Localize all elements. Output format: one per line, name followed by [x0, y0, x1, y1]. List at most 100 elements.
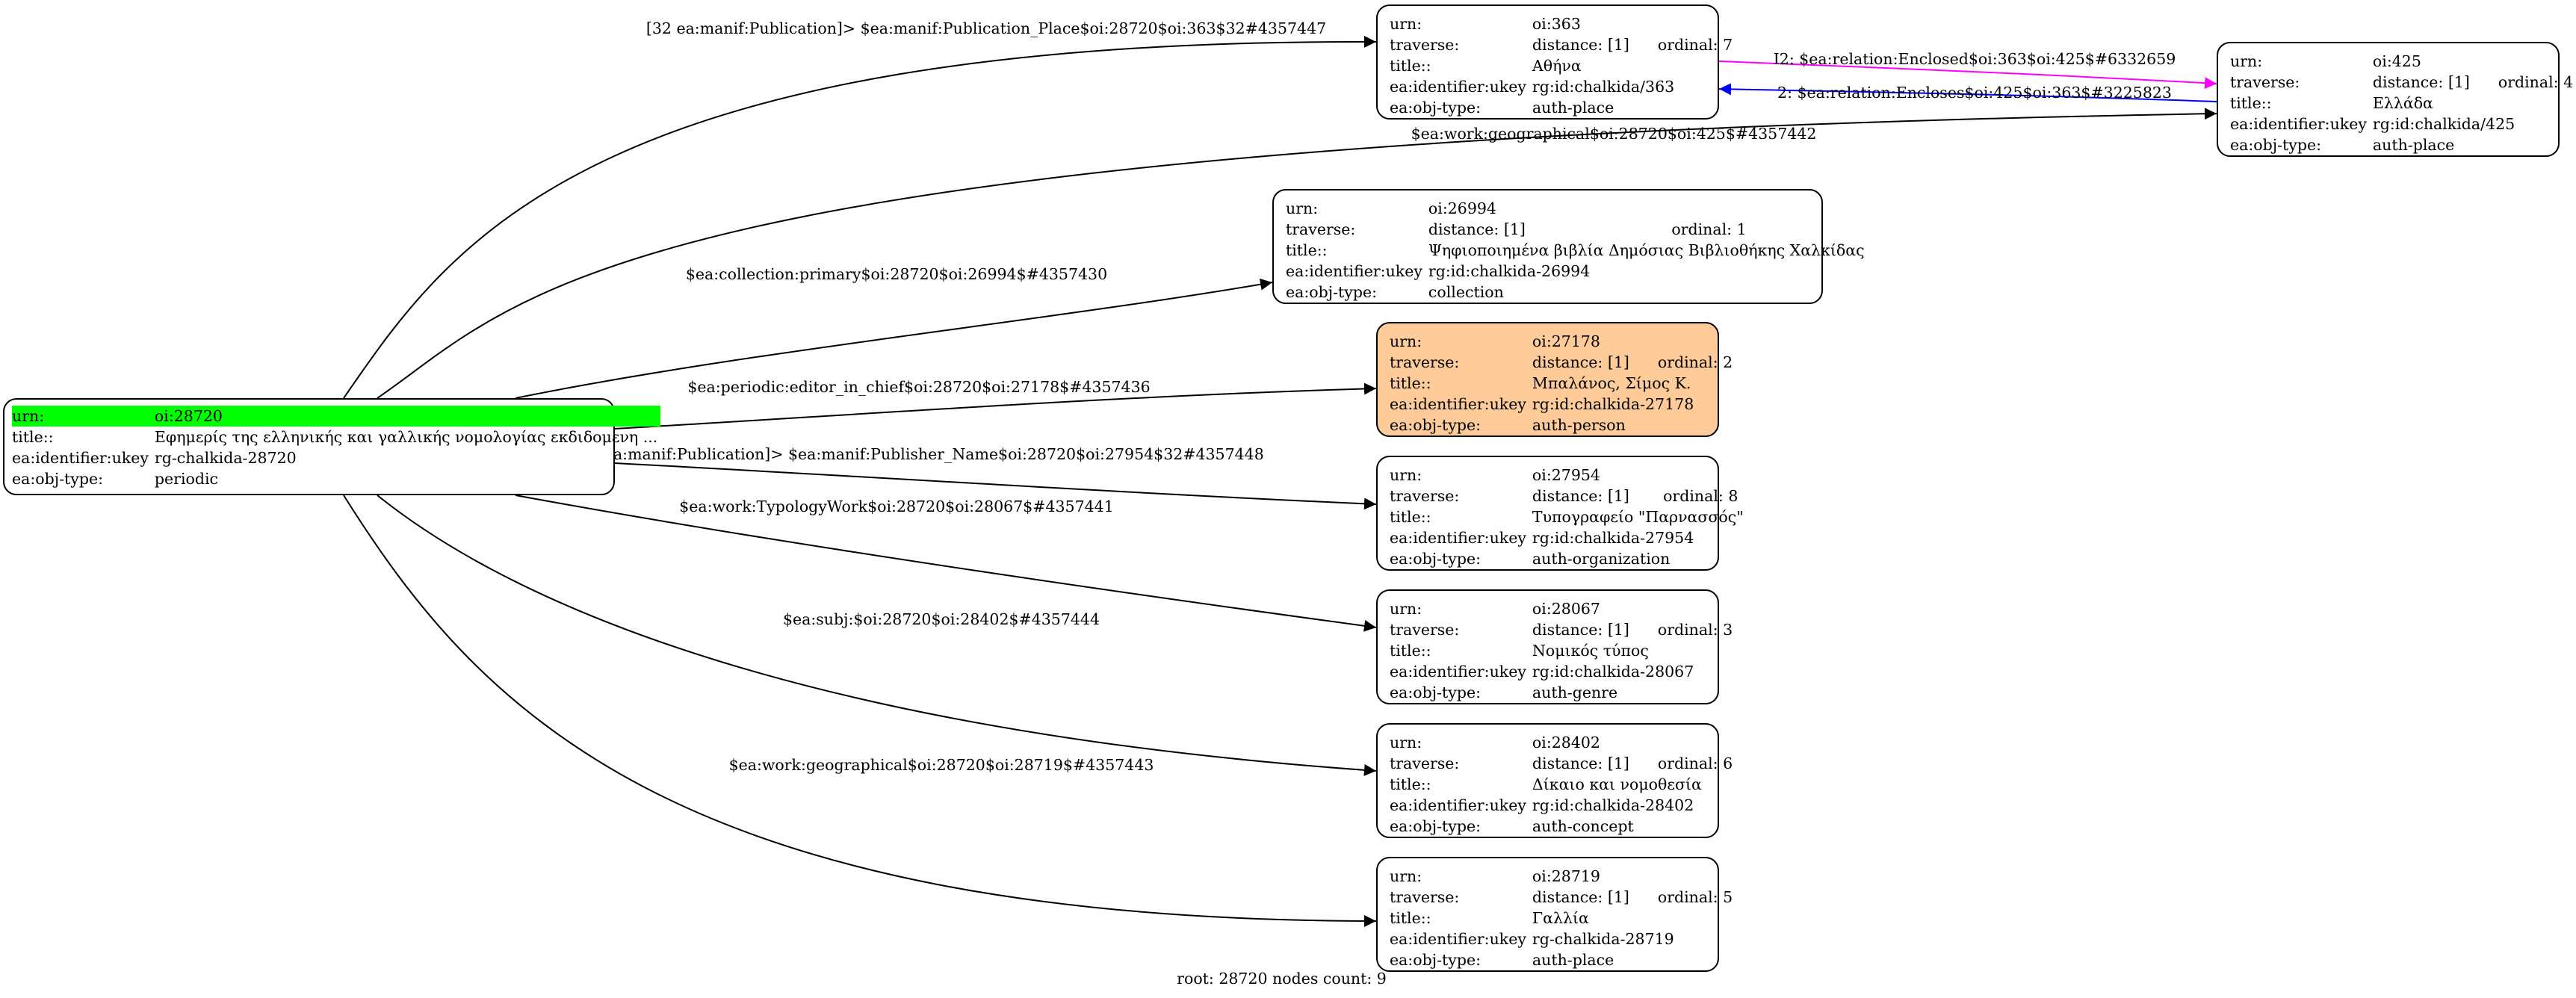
urn-key: urn: [1390, 734, 1422, 751]
urn-value: oi:28402 [1532, 734, 1600, 751]
title-key: title:: [1390, 374, 1431, 392]
distance-value: distance: [1] [1532, 621, 1629, 639]
edge-label: $ea:subj:$oi:28720$oi:28402$#4357444 [783, 610, 1100, 628]
title-key: title:: [1286, 241, 1328, 259]
distance-value: distance: [1] [1532, 754, 1629, 772]
edge-label: [32 ea:manif:Publication]> $ea:manif:Pub… [646, 19, 1326, 37]
edge-publisher: [32 ea:manif:Publication]> $ea:manif:Pub… [574, 445, 1377, 510]
ukey-value: rg:id:chalkida-28402 [1532, 796, 1694, 814]
edge-line [515, 278, 1273, 399]
edge-line [343, 495, 1377, 927]
title-value: Γαλλία [1532, 909, 1589, 927]
urn-value: oi:26994 [1428, 199, 1496, 217]
ordinal-value: ordinal: 4 [2498, 73, 2574, 91]
ordinal-value: ordinal: 2 [1657, 353, 1733, 371]
distance-value: distance: [1] [1532, 888, 1629, 906]
edge-geographical-425: $ea:work:geographical$oi:28720$oi:425$#4… [377, 108, 2217, 399]
traverse-key: traverse: [1390, 353, 1460, 371]
urn-value: oi:27954 [1532, 466, 1600, 484]
objtype-value: collection [1428, 283, 1504, 301]
distance-value: distance: [1] [1532, 36, 1629, 54]
title-value: Δίκαιο και νομοθεσία [1532, 775, 1702, 793]
urn-value: oi:363 [1532, 15, 1581, 33]
objtype-key: ea:obj-type: [1390, 99, 1481, 117]
ordinal-value: ordinal: 3 [1657, 621, 1733, 639]
ordinal-value: ordinal: 1 [1671, 220, 1747, 238]
ukey-key: ea:identifier:ukey [12, 449, 149, 467]
title-value: Αθήνα [1532, 57, 1582, 75]
ukey-value: rg-chalkida-28720 [154, 449, 297, 467]
edge-line [343, 35, 1377, 399]
edge-encloses: 2: $ea:relation:Encloses$oi:425$oi:363$#… [1718, 83, 2217, 102]
urn-key: urn: [1390, 867, 1422, 885]
title-key: title:: [1390, 775, 1431, 793]
objtype-key: ea:obj-type: [1390, 951, 1481, 969]
objtype-value: auth-person [1532, 416, 1626, 434]
title-value: Ψηφιοποιημένα βιβλία Δημόσιας Βιβλιοθήκη… [1428, 241, 1865, 259]
objtype-value: auth-genre [1532, 684, 1618, 701]
ukey-value: rg:id:chalkida-27178 [1532, 395, 1694, 413]
edge-enclosed: I2: $ea:relation:Enclosed$oi:363$oi:425$… [1718, 50, 2217, 90]
edge-label: I2: $ea:relation:Enclosed$oi:363$oi:425$… [1774, 50, 2176, 68]
objtype-key: ea:obj-type: [12, 470, 103, 488]
ordinal-value: ordinal: 8 [1663, 487, 1739, 505]
edge-typology: $ea:work:TypologyWork$oi:28720$oi:28067$… [515, 495, 1377, 632]
urn-value: oi:425 [2372, 52, 2421, 70]
urn-key: urn: [12, 406, 152, 427]
ukey-key: ea:identifier:ukey [1390, 395, 1526, 413]
urn-value: oi:28719 [1532, 867, 1600, 885]
ordinal-value: ordinal: 5 [1657, 888, 1733, 906]
edge-line [614, 382, 1377, 430]
title-value: Εφημερίς της ελληνικής και γαλλικής νομο… [154, 428, 658, 446]
objtype-value: auth-place [2372, 136, 2455, 154]
objtype-value: auth-concept [1532, 817, 1634, 835]
edge-label: [32 ea:manif:Publication]> $ea:manif:Pub… [574, 445, 1264, 463]
distance-value: distance: [1] [2372, 73, 2470, 91]
edge-line [1718, 83, 2217, 102]
edge-editor: $ea:periodic:editor_in_chief$oi:28720$oi… [614, 378, 1377, 430]
edge-publication-place: [32 ea:manif:Publication]> $ea:manif:Pub… [343, 19, 1377, 399]
edge-label: $ea:work:geographical$oi:28720$oi:425$#4… [1411, 125, 1817, 143]
objtype-key: ea:obj-type: [1390, 550, 1481, 568]
objtype-value: auth-organization [1532, 550, 1671, 568]
ordinal-value: ordinal: 6 [1657, 754, 1733, 772]
node-oi-26994[interactable]: urn: oi:26994 traverse: distance: [1] ordina… [1272, 189, 1865, 304]
urn-value: oi:28720 [151, 406, 661, 427]
root-node[interactable]: urn:oi:28720 title::Εφημερίς της ελληνικ… [3, 398, 661, 495]
ukey-value: rg:id:chalkida/425 [2372, 115, 2515, 133]
ukey-key: ea:identifier:ukey [2230, 115, 2367, 133]
objtype-value: auth-place [1532, 951, 1614, 969]
ukey-value: rg-chalkida-28719 [1532, 930, 1674, 948]
urn-key: urn: [1390, 466, 1422, 484]
edge-label: $ea:work:TypologyWork$oi:28720$oi:28067$… [679, 498, 1114, 515]
traverse-key: traverse: [1286, 220, 1356, 238]
title-key: title:: [1390, 57, 1431, 75]
urn-value: oi:27178 [1532, 332, 1600, 350]
traverse-key: traverse: [1390, 621, 1460, 639]
distance-value: distance: [1] [1532, 487, 1629, 505]
objtype-key: ea:obj-type: [1390, 817, 1481, 835]
urn-key: urn: [1390, 15, 1422, 33]
urn-key: urn: [1286, 199, 1319, 217]
ukey-key: ea:identifier:ukey [1390, 529, 1526, 547]
edge-label: $ea:periodic:editor_in_chief$oi:28720$oi… [687, 378, 1150, 396]
urn-key: urn: [1390, 332, 1422, 350]
ukey-key: ea:identifier:ukey [1390, 796, 1526, 814]
edge-collection: $ea:collection:primary$oi:28720$oi:26994… [515, 265, 1273, 399]
edge-label: $ea:collection:primary$oi:28720$oi:26994… [686, 265, 1107, 283]
title-value: Μπαλάνος, Σίμος Κ. [1532, 374, 1691, 392]
objtype-value: periodic [154, 470, 219, 488]
title-key: title:: [1390, 909, 1431, 927]
edge-line [515, 495, 1377, 632]
distance-value: distance: [1] [1428, 220, 1526, 238]
ukey-value: rg:id:chalkida-28067 [1532, 663, 1694, 681]
objtype-key: ea:obj-type: [1286, 283, 1377, 301]
